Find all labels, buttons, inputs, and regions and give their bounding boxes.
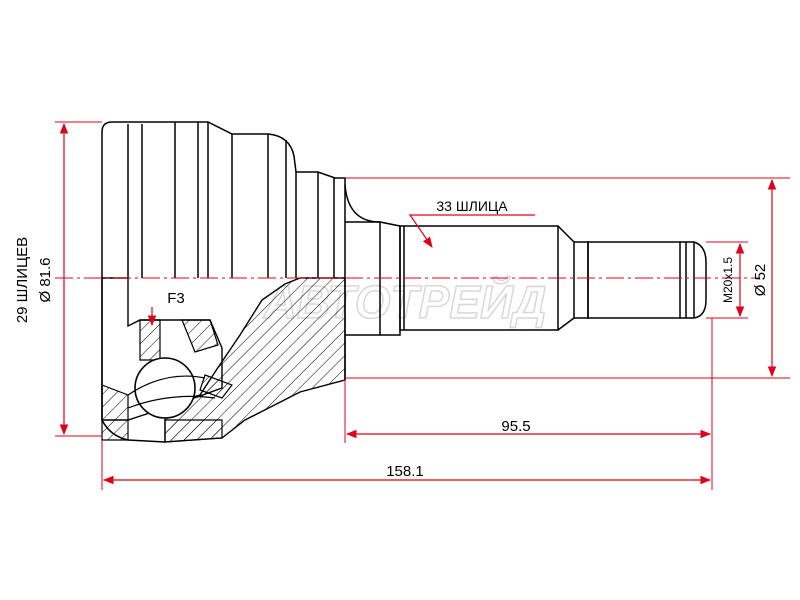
label-total-length: 158.1 — [386, 463, 424, 480]
dimension-lines — [59, 122, 777, 485]
housing-outline — [101, 121, 381, 443]
leader-inner-splines — [408, 214, 535, 248]
label-inner-splines: 33 ШЛИЦА — [436, 198, 508, 214]
label-shaft-diameter: Ø 52 — [752, 264, 769, 297]
ball — [127, 357, 216, 419]
label-outer-splines: 29 ШЛИЦЕВ — [14, 237, 31, 323]
cross-section-hatch — [101, 277, 346, 443]
label-outer-diameter: Ø 81.6 — [37, 257, 54, 302]
label-shaft-length: 95.5 — [501, 418, 530, 435]
extension-lines — [55, 121, 790, 490]
label-thread: M20x1.5 — [721, 257, 735, 303]
label-feature: F3 — [167, 290, 185, 307]
